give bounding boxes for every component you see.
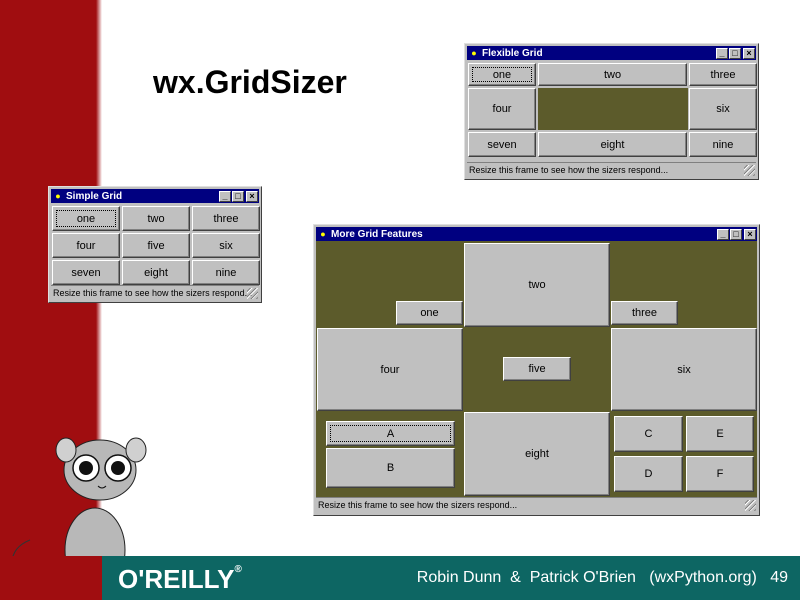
flexible-grid-window[interactable]: ● Flexible Grid _ □ × one two three four… [464,43,759,180]
app-icon: ● [55,191,61,201]
button-two[interactable]: two [122,206,190,231]
button-four[interactable]: four [468,88,536,130]
app-icon: ● [320,229,326,239]
button-one[interactable]: one [468,63,536,86]
more-grid-titlebar[interactable]: ● More Grid Features _ □ × [316,227,757,241]
maximize-button[interactable]: □ [730,228,742,240]
button-six[interactable]: six [611,328,757,411]
status-bar: Resize this frame to see how the sizers … [51,285,259,300]
status-text: Resize this frame to see how the sizers … [318,500,518,510]
flexible-grid-title: Flexible Grid [482,47,543,59]
flexible-grid-titlebar[interactable]: ● Flexible Grid _ □ × [467,46,756,60]
app-icon: ● [471,48,477,58]
button-four[interactable]: four [317,328,463,411]
status-bar: Resize this frame to see how the sizers … [316,497,757,512]
simple-grid-window[interactable]: ● Simple Grid _ □ × one two three four f… [48,186,262,303]
minimize-button[interactable]: _ [219,190,231,202]
button-d[interactable]: D [614,456,683,492]
button-two[interactable]: two [464,243,610,327]
close-button[interactable]: × [744,228,756,240]
button-b[interactable]: B [326,448,455,488]
status-text: Resize this frame to see how the sizers … [469,165,669,175]
button-three[interactable]: three [611,301,678,325]
empty-center-cell [538,88,688,130]
oreilly-logo: O'REILLY® [118,564,242,594]
maximize-button[interactable]: □ [729,47,741,59]
more-grid-title: More Grid Features [331,228,423,240]
button-three[interactable]: three [192,206,260,231]
simple-grid-title: Simple Grid [66,190,123,202]
status-text: Resize this frame to see how the sizers … [53,288,253,298]
button-e[interactable]: E [686,416,754,452]
button-three[interactable]: three [689,63,757,86]
button-five[interactable]: five [122,233,190,258]
minimize-button[interactable]: _ [717,228,729,240]
footer-credit: Robin Dunn & Patrick O'Brien (wxPython.o… [416,569,788,586]
resize-grip[interactable] [744,165,755,176]
button-six[interactable]: six [689,88,757,130]
button-eight[interactable]: eight [464,412,610,496]
button-seven[interactable]: seven [52,260,120,285]
button-c[interactable]: C [614,416,683,452]
button-two[interactable]: two [538,63,687,86]
button-f[interactable]: F [686,456,754,492]
button-one[interactable]: one [52,206,120,231]
status-bar: Resize this frame to see how the sizers … [467,162,756,177]
maximize-button[interactable]: □ [232,190,244,202]
minimize-button[interactable]: _ [716,47,728,59]
page-number: 49 [770,569,788,586]
close-button[interactable]: × [743,47,755,59]
button-six[interactable]: six [192,233,260,258]
simple-grid-titlebar[interactable]: ● Simple Grid _ □ × [51,189,259,203]
button-nine[interactable]: nine [192,260,260,285]
button-one[interactable]: one [396,301,463,325]
slide-title: wx.GridSizer [153,64,347,100]
close-button[interactable]: × [246,190,258,202]
footer-bar: O'REILLY® Robin Dunn & Patrick O'Brien (… [0,556,800,600]
button-nine[interactable]: nine [689,132,757,157]
button-five[interactable]: five [503,357,571,381]
button-a[interactable]: A [326,421,455,446]
resize-grip[interactable] [247,288,258,299]
button-seven[interactable]: seven [468,132,536,157]
more-grid-features-window[interactable]: ● More Grid Features _ □ × one two three… [313,224,760,516]
resize-grip[interactable] [745,500,756,511]
footer-red-block [0,556,102,600]
button-four[interactable]: four [52,233,120,258]
button-eight[interactable]: eight [538,132,687,157]
button-eight[interactable]: eight [122,260,190,285]
